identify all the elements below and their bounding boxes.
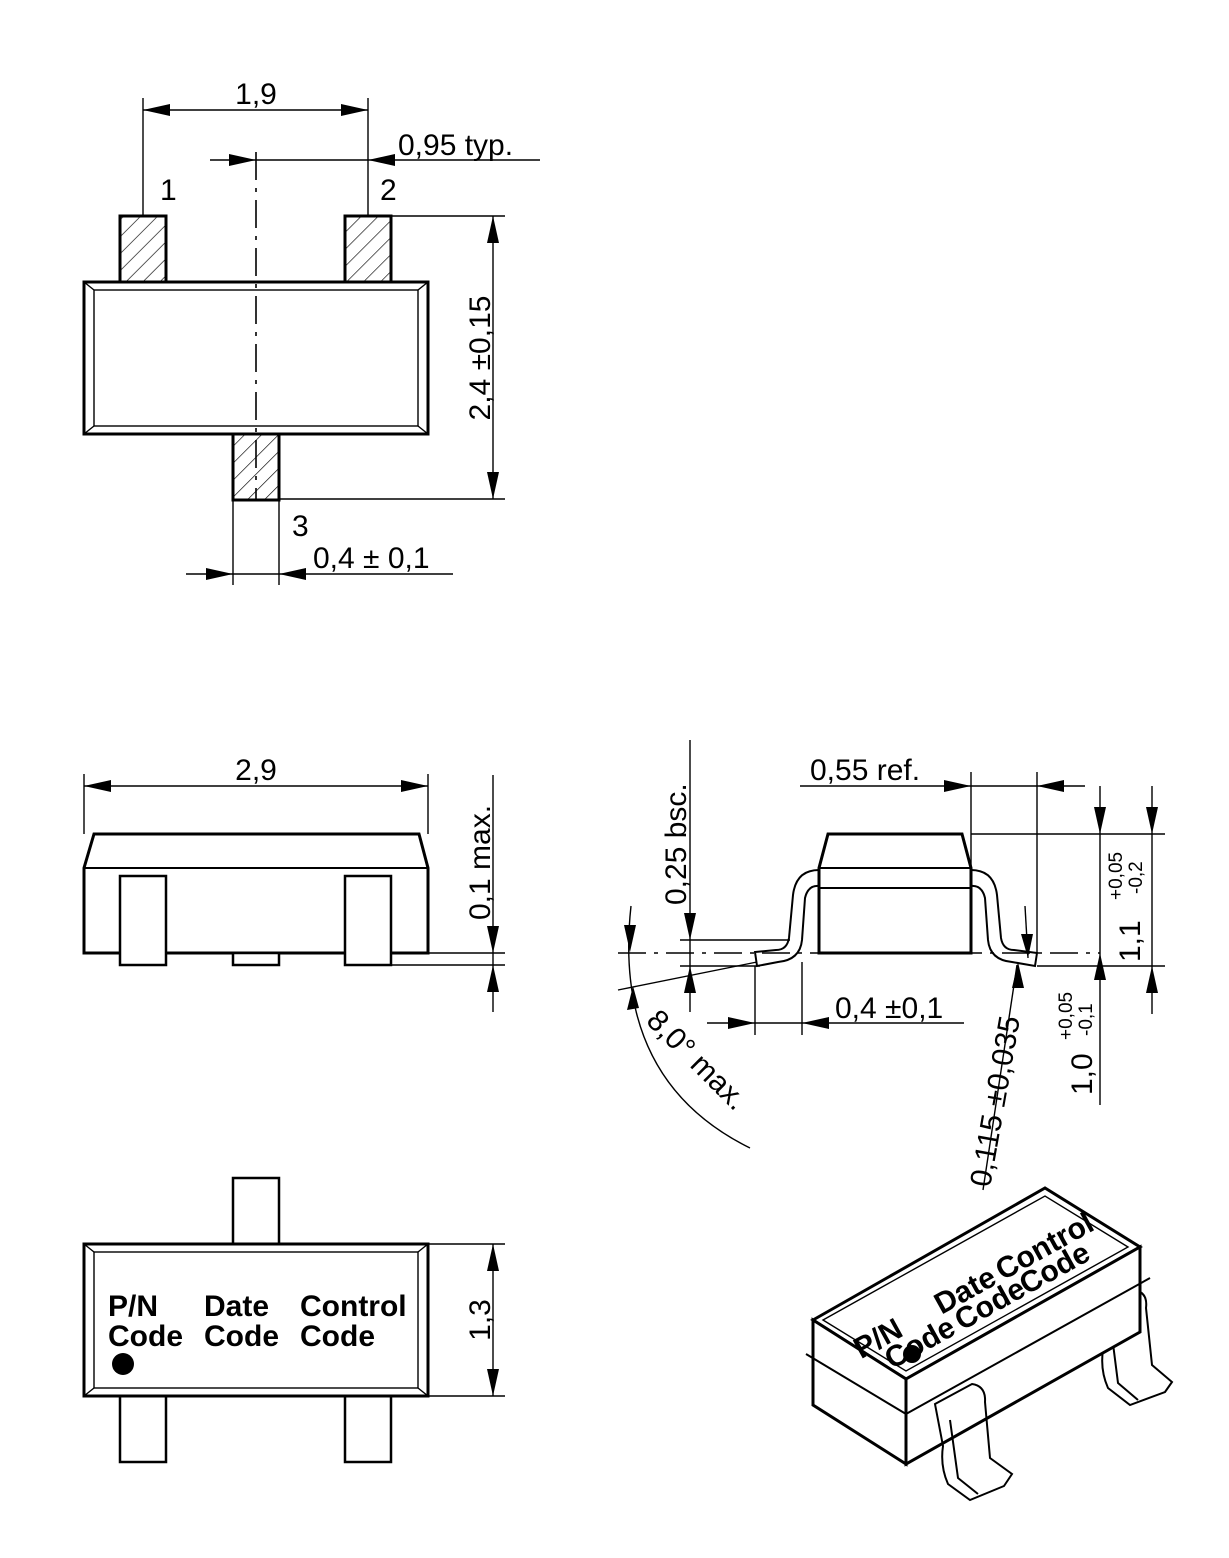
pin-2-pad <box>343 214 393 284</box>
dim-0-55-label: 0,55 ref. <box>810 754 920 787</box>
marking-date-line2: Code <box>204 1320 279 1353</box>
marking-date-line1: Date <box>204 1290 269 1323</box>
dim-1-3-label: 1,3 <box>464 1299 497 1341</box>
lead-side-right <box>970 869 1039 968</box>
dim-2-9-label: 2,9 <box>235 754 277 787</box>
dim-2-4-label: 2,4 ±0,15 <box>464 296 497 421</box>
dim-1-1-label: 1,1 <box>1114 920 1147 962</box>
dim-side-0-4-label: 0,4 ±0,1 <box>835 992 943 1025</box>
lead-front-center <box>231 951 281 967</box>
dim-0-115-label: 0,115 ±0,035 <box>964 1013 1026 1189</box>
pin-3-label: 3 <box>292 510 309 543</box>
lead-bottom-right <box>343 1394 393 1464</box>
lead-front-right <box>343 874 393 967</box>
pin1-dot-icon <box>112 1353 134 1375</box>
dim-0-4-label: 0,4 ± 0,1 <box>313 542 430 575</box>
iso-lead-front <box>933 1382 1014 1502</box>
dim-0-1-label: 0,1 max. <box>464 805 497 920</box>
marking-pn-line2: Code <box>108 1320 183 1353</box>
dim-1-1-tol-minus: -0,2 <box>1126 861 1147 894</box>
lead-front-left <box>118 874 168 967</box>
package-body-bottom <box>82 1242 430 1398</box>
iso-pin1-dot-icon <box>903 1345 921 1363</box>
package-body-side <box>817 832 973 955</box>
front-view: 2,9 0,1 max. <box>82 754 505 1012</box>
pin-1-pad <box>118 214 168 284</box>
pin-2-label: 2 <box>380 174 397 207</box>
lead-bottom-left <box>118 1394 168 1464</box>
lead-side-left <box>753 869 820 968</box>
isometric-view: P/N Code Date Code Control Code <box>805 1186 1174 1502</box>
side-view: 0,55 ref. 0,25 bsc. 0,4 ±0,1 8,0° max. 0… <box>617 740 1165 1191</box>
dim-1-0-label: 1,0 <box>1066 1053 1099 1095</box>
marking-control-line2: Code <box>300 1320 375 1353</box>
dim-1-9-label: 1,9 <box>235 78 277 111</box>
dim-0-95-label: 0,95 typ. <box>398 129 513 162</box>
bottom-view: P/N Code Date Code Control Code 1,3 <box>82 1176 505 1464</box>
lead-bottom-center <box>231 1176 281 1246</box>
dim-0-25-label: 0,25 bsc. <box>660 783 693 905</box>
dim-1-0-tol-minus: -0,1 <box>1076 1003 1097 1036</box>
dim-1-1-tol-plus: +0,05 <box>1106 852 1127 900</box>
marking-control-line1: Control <box>300 1290 407 1323</box>
pin-1-label: 1 <box>160 174 177 207</box>
marking-pn-line1: P/N <box>108 1290 158 1323</box>
top-view: 1,9 0,95 typ. 1 2 3 2,4 ±0,15 0,4 ± 0,1 <box>82 78 540 585</box>
dim-1-0-tol-plus: +0,05 <box>1056 992 1077 1040</box>
